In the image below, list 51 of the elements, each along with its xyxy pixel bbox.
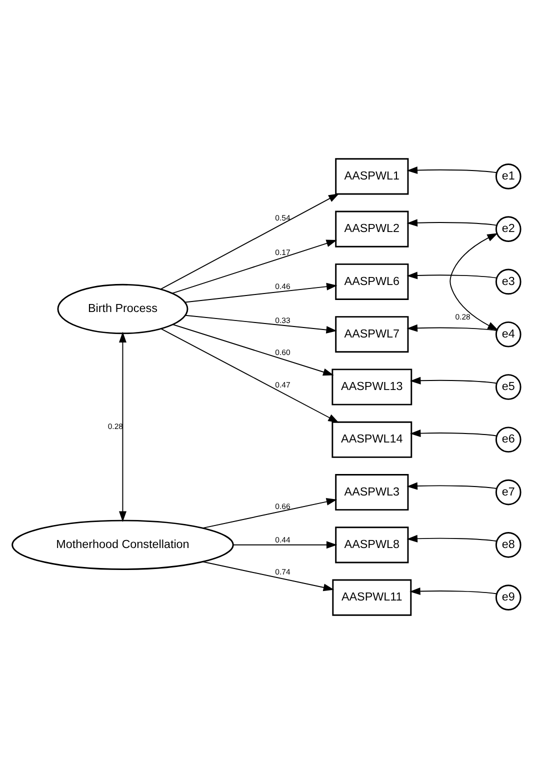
node-circle: e6 [495, 426, 522, 452]
edge-label: 0.54 [275, 213, 290, 222]
arrow [184, 314, 337, 334]
arrow [406, 271, 498, 279]
node-circle: e3 [495, 268, 522, 294]
node-box: AASPWL11 [332, 578, 412, 616]
node-ellipse: Birth Process [57, 283, 188, 334]
arrow [406, 482, 498, 490]
node-box: AASPWL3 [335, 474, 409, 510]
node-circle: e7 [495, 478, 522, 505]
edge-label: 0.60 [275, 348, 290, 357]
arrow [406, 324, 498, 332]
arrow [406, 166, 498, 174]
arrow [202, 498, 338, 528]
arrow [410, 429, 498, 437]
arrow [184, 282, 338, 302]
node-circle: e8 [495, 532, 522, 558]
arrow [406, 534, 498, 542]
node-box: AASPWL1 [335, 158, 409, 194]
edge-label: 0.28 [108, 421, 123, 430]
node-circle: e1 [495, 163, 522, 189]
node-box: AASPWL6 [335, 262, 409, 300]
edge-label: 0.74 [275, 567, 290, 576]
node-box: AASPWL2 [335, 210, 409, 247]
edge-label: 0.17 [275, 247, 290, 256]
arrow [410, 376, 498, 384]
arrow [172, 324, 334, 376]
arrow [118, 331, 126, 522]
edge-label: 0.44 [275, 534, 290, 544]
arrow [160, 192, 340, 290]
arrow [160, 328, 339, 422]
node-box: AASPWL8 [335, 526, 409, 563]
edge-label: 0.46 [275, 281, 290, 290]
edge-label: 0.33 [275, 316, 290, 325]
node-circle: e9 [495, 584, 522, 610]
node-circle: e2 [495, 216, 522, 242]
arrow [410, 586, 497, 594]
edge-label: 0.28 [455, 312, 470, 322]
arrow [450, 232, 498, 330]
node-circle: e5 [495, 374, 522, 400]
node-circle: e4 [495, 320, 522, 347]
node-box: AASPWL14 [332, 420, 412, 458]
node-box: AASPWL13 [332, 368, 412, 405]
node-ellipse: Motherhood Constellation [12, 519, 234, 570]
arrow [406, 218, 498, 226]
arrow [202, 560, 334, 591]
node-box: AASPWL7 [335, 316, 409, 352]
arrow [232, 540, 338, 548]
edge-label: 0.66 [275, 502, 290, 511]
arrow [172, 239, 338, 294]
edge-label: 0.47 [275, 380, 290, 389]
